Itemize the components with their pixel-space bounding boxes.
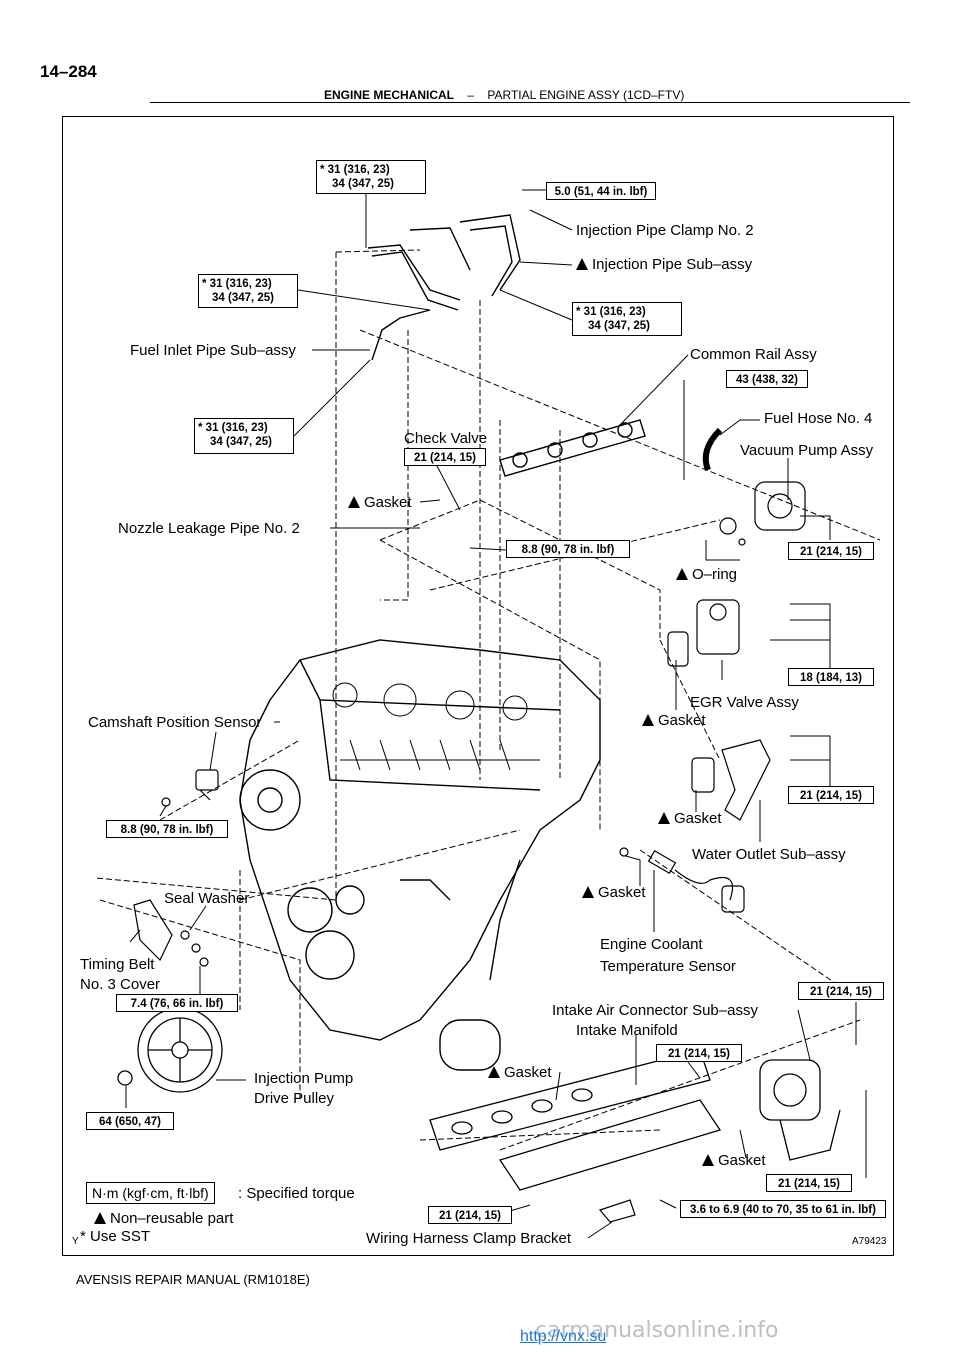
watermark: carmanualsonline.info [535, 1318, 779, 1343]
label-egr-valve: EGR Valve Assy [690, 694, 799, 711]
label-injection-pump-line1: Injection Pump [254, 1070, 354, 1087]
legend-unit-description: : Specified torque [238, 1185, 355, 1202]
torque-value: 34 (347, 25) [332, 178, 395, 190]
label-text: Gasket [658, 712, 706, 729]
torque-box-5: 43 (438, 32) [726, 370, 808, 388]
figure-id: A79423 [852, 1236, 887, 1247]
legend-text: Non–reusable part [110, 1210, 234, 1227]
label-gasket-6: Gasket [702, 1152, 766, 1170]
section-title: ENGINE MECHANICAL [324, 88, 455, 102]
label-injection-pump-line2: Drive Pulley [254, 1090, 335, 1107]
page-footer: AVENSIS REPAIR MANUAL (RM1018E) [76, 1272, 310, 1287]
torque-box-8: 8.8 (90, 78 in. lbf) [506, 540, 630, 558]
page-number: 14–284 [40, 62, 97, 81]
torque-box-1: * 31 (316, 23) 34 (347, 25) [316, 160, 426, 194]
label-coolant-sensor-line1: Engine Coolant [600, 936, 703, 953]
torque-box-9: 21 (214, 15) [788, 542, 874, 560]
label-text: Injection Pipe Sub–assy [592, 256, 753, 273]
label-nozzle-leakage: Nozzle Leakage Pipe No. 2 [118, 520, 300, 537]
torque-box-2: 5.0 (51, 44 in. lbf) [546, 182, 656, 200]
torque-box-3: * 31 (316, 23) 34 (347, 25) [198, 274, 298, 308]
label-text: Gasket [364, 494, 412, 511]
label-check-valve: Check Valve [404, 430, 488, 447]
label-fuel-hose: Fuel Hose No. 4 [764, 410, 873, 427]
label-intake-manifold: Intake Manifold [576, 1022, 678, 1039]
torque-box-14: 21 (214, 15) [798, 982, 884, 1000]
torque-box-15: 21 (214, 15) [656, 1044, 742, 1062]
nonreusable-triangle-icon [94, 1212, 106, 1224]
nonreusable-triangle-icon [658, 812, 670, 824]
torque-value: * 31 (316, 23) [576, 306, 646, 318]
torque-box-7: 21 (214, 15) [404, 448, 486, 466]
torque-box-12: 8.8 (90, 78 in. lbf) [106, 820, 228, 838]
label-common-rail: Common Rail Assy [690, 346, 817, 363]
torque-value: 34 (347, 25) [210, 436, 273, 448]
label-text: Gasket [674, 810, 722, 827]
label-text: O–ring [692, 566, 738, 583]
torque-value: 34 (347, 25) [212, 292, 275, 304]
page-header: ENGINE MECHANICAL – PARTIAL ENGINE ASSY … [324, 88, 684, 102]
nonreusable-triangle-icon [348, 496, 360, 508]
label-text: Gasket [718, 1152, 766, 1169]
torque-value: * 31 (316, 23) [320, 164, 390, 176]
label-gasket-5: Gasket [488, 1064, 552, 1082]
label-gasket-3: Gasket [658, 810, 722, 828]
torque-box-18: 21 (214, 15) [428, 1206, 512, 1224]
label-gasket-1: Gasket [348, 494, 412, 512]
label-intake-air-connector: Intake Air Connector Sub–assy [552, 1002, 758, 1019]
label-timing-belt-line1: Timing Belt [80, 956, 155, 973]
nonreusable-triangle-icon [488, 1066, 500, 1078]
label-gasket-2: Gasket [642, 712, 706, 730]
label-camshaft-sensor: Camshaft Position Sensor [88, 714, 262, 731]
watermark-link[interactable]: http://vnx.su [520, 1328, 607, 1345]
label-injection-pipe-sub: Injection Pipe Sub–assy [576, 256, 752, 274]
nonreusable-triangle-icon [676, 568, 688, 580]
torque-box-4: * 31 (316, 23) 34 (347, 25) [572, 302, 682, 336]
label-timing-belt-line2: No. 3 Cover [80, 976, 161, 993]
torque-box-13: 7.4 (76, 66 in. lbf) [116, 994, 238, 1012]
torque-box-17: 21 (214, 15) [766, 1174, 852, 1192]
legend-unit-box: N·m (kgf·cm, ft·lbf) [86, 1182, 215, 1204]
subsection-title: PARTIAL ENGINE ASSY (1CD–FTV) [487, 88, 685, 102]
label-text: Gasket [504, 1064, 552, 1081]
label-wiring-bracket: Wiring Harness Clamp Bracket [366, 1230, 572, 1247]
torque-value: * 31 (316, 23) [198, 422, 268, 434]
nonreusable-triangle-icon [576, 258, 588, 270]
label-text: Gasket [598, 884, 646, 901]
torque-box-16: 64 (650, 47) [86, 1112, 174, 1130]
nonreusable-triangle-icon [582, 886, 594, 898]
nonreusable-triangle-icon [702, 1154, 714, 1166]
legend-sst: * Use SST [80, 1228, 151, 1245]
label-fuel-inlet-pipe: Fuel Inlet Pipe Sub–assy [130, 342, 296, 359]
header-separator: – [467, 88, 475, 102]
label-coolant-sensor-line2: Temperature Sensor [600, 958, 736, 975]
corner-mark: Y [72, 1236, 79, 1247]
label-oring: O–ring [676, 566, 737, 584]
label-seal-washer: Seal Washer [164, 890, 250, 907]
torque-box-19: 3.6 to 6.9 (40 to 70, 35 to 61 in. lbf) [680, 1200, 886, 1218]
nonreusable-triangle-icon [642, 714, 654, 726]
legend-nonreusable: Non–reusable part [94, 1210, 233, 1228]
torque-box-6: * 31 (316, 23) 34 (347, 25) [194, 418, 294, 454]
torque-box-11: 21 (214, 15) [788, 786, 874, 804]
label-water-outlet: Water Outlet Sub–assy [692, 846, 846, 863]
label-injection-pipe-clamp: Injection Pipe Clamp No. 2 [576, 222, 754, 239]
torque-box-10: 18 (184, 13) [788, 668, 874, 686]
header-rule [150, 102, 910, 103]
figure-frame [62, 116, 894, 1256]
torque-value: 34 (347, 25) [588, 320, 651, 332]
label-vacuum-pump: Vacuum Pump Assy [740, 442, 874, 459]
torque-value: * 31 (316, 23) [202, 278, 272, 290]
label-gasket-4: Gasket [582, 884, 646, 902]
